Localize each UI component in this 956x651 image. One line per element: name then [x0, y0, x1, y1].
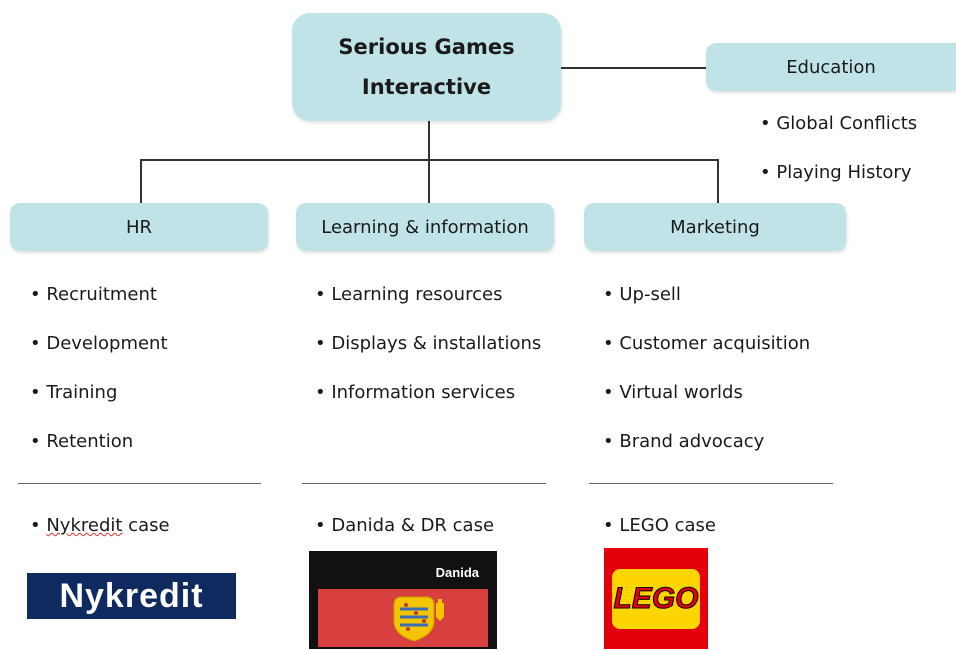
- list-item: Displays & installations: [315, 333, 541, 382]
- list-item: Customer acquisition: [603, 333, 810, 382]
- list-item: Information services: [315, 382, 541, 431]
- danida-logo-text: Danida: [435, 565, 479, 580]
- root-node: Serious Games Interactive: [292, 13, 561, 121]
- list-item: Playing History: [760, 162, 917, 211]
- hr-title: HR: [125, 216, 153, 238]
- learning-case: • Danida & DR case: [315, 515, 495, 536]
- divider-learning: [302, 483, 546, 484]
- marketing-node: Marketing: [584, 203, 846, 251]
- hr-list: Recruitment Development Training Retenti…: [30, 284, 168, 480]
- lego-logo-text: LEGO: [613, 581, 699, 615]
- education-node: Education: [706, 43, 956, 91]
- education-list: Global Conflicts Playing History: [760, 113, 917, 211]
- list-item: Up-sell: [603, 284, 810, 333]
- marketing-case: • LEGO case: [603, 515, 716, 536]
- lego-logo: LEGO: [604, 548, 708, 649]
- root-title-line2: Interactive: [361, 75, 492, 99]
- list-item: Brand advocacy: [603, 431, 810, 480]
- hr-case-name: Nykredit: [46, 515, 123, 536]
- learning-list: Learning resources Displays & installati…: [315, 284, 541, 431]
- root-title-line1: Serious Games: [338, 35, 515, 59]
- list-item: Training: [30, 382, 168, 431]
- marketing-title: Marketing: [670, 216, 760, 238]
- lego-logo-badge: LEGO: [612, 568, 700, 629]
- connector-hr: [140, 159, 142, 203]
- nykredit-logo-text: Nykredit: [59, 576, 204, 615]
- danida-logo: Danida: [309, 551, 497, 649]
- marketing-list: Up-sell Customer acquisition Virtual wor…: [603, 284, 810, 480]
- education-title: Education: [786, 56, 876, 78]
- connector-root-down: [428, 121, 430, 160]
- list-item: Virtual worlds: [603, 382, 810, 431]
- hr-case: • Nykredit case: [30, 515, 170, 536]
- list-item: Recruitment: [30, 284, 168, 333]
- danish-coat-of-arms-icon: [393, 596, 444, 642]
- learning-title: Learning & information: [321, 216, 529, 238]
- hr-case-suffix: case: [122, 515, 170, 536]
- divider-marketing: [589, 483, 833, 484]
- hr-case-prefix: •: [30, 515, 47, 536]
- connector-learning: [428, 159, 430, 203]
- list-item: Global Conflicts: [760, 113, 917, 162]
- hr-node: HR: [10, 203, 268, 251]
- nykredit-logo: Nykredit: [27, 573, 236, 619]
- danida-logo-panel: [318, 589, 488, 647]
- connector-root-education: [561, 67, 706, 69]
- list-item: Retention: [30, 431, 168, 480]
- learning-node: Learning & information: [296, 203, 554, 251]
- list-item: Development: [30, 333, 167, 382]
- list-item: Learning resources: [315, 284, 541, 333]
- divider-hr: [18, 483, 261, 484]
- connector-marketing: [717, 159, 719, 203]
